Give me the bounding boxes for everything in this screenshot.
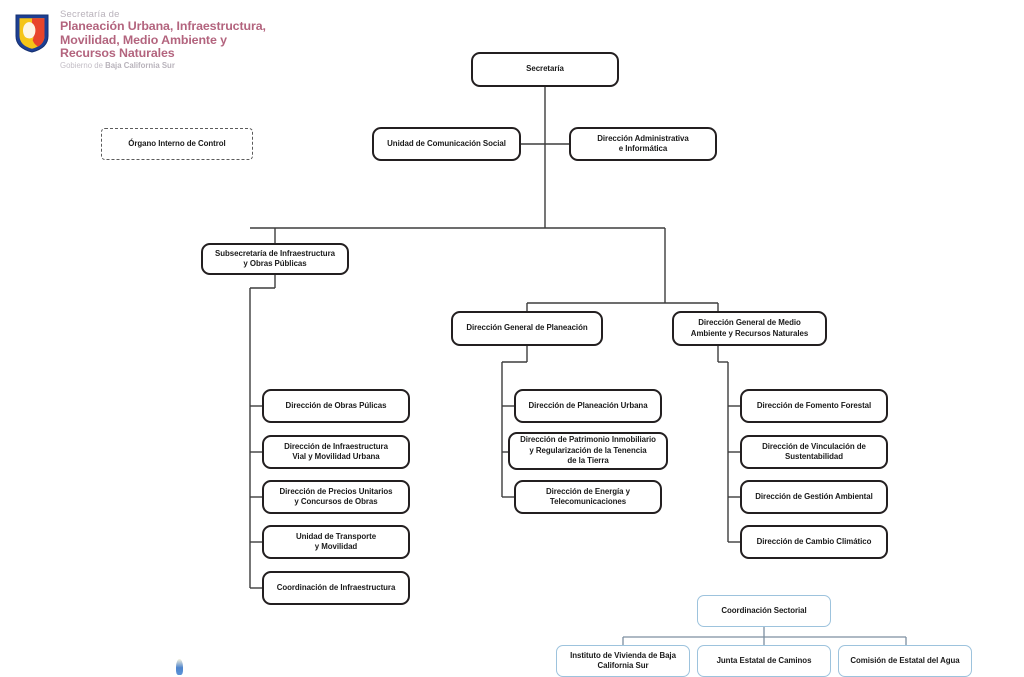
node-direccion-cambio-climatico-label: Dirección de Cambio Climático — [756, 536, 872, 546]
header-government-line: Gobierno de Baja California Sur — [60, 62, 266, 70]
node-comision-estatal-agua[interactable]: Comisión de Estatal del Agua — [838, 645, 972, 677]
node-direccion-vinculacion-sustentabilidad-label: Dirección de Vinculación de Sustentabili… — [762, 441, 866, 461]
node-unidad-comunicacion-social-label: Unidad de Comunicación Social — [387, 138, 506, 148]
node-organo-interno-de-control[interactable]: Órgano Interno de Control — [101, 128, 253, 160]
node-direccion-infraestructura-vial-label: Dirección de Infraestructura Vial y Movi… — [284, 441, 388, 461]
node-direccion-general-medio-ambiente-label: Dirección General de Medio Ambiente y Re… — [690, 318, 809, 338]
node-junta-estatal-caminos[interactable]: Junta Estatal de Caminos — [697, 645, 831, 677]
gov-name: Baja California Sur — [105, 61, 175, 71]
node-direccion-planeacion-urbana-label: Dirección de Planeación Urbana — [528, 400, 648, 410]
node-secretaria-label: Secretaría — [526, 64, 564, 74]
document-header: Secretaría de Planeación Urbana, Infraes… — [14, 9, 266, 71]
header-title-line-2: Movilidad, Medio Ambiente y — [60, 32, 227, 47]
node-coordinacion-sectorial-label: Coordinación Sectorial — [721, 605, 807, 615]
node-instituto-vivienda[interactable]: Instituto de Vivienda de Baja California… — [556, 645, 690, 677]
node-direccion-gestion-ambiental[interactable]: Dirección de Gestión Ambiental — [740, 480, 888, 514]
node-direccion-obras-publicas-label: Dirección de Obras Púlicas — [285, 400, 387, 410]
node-secretaria[interactable]: Secretaría — [471, 52, 619, 87]
node-direccion-patrimonio-inmobiliario-label: Dirección de Patrimonio Inmobiliario y R… — [520, 435, 656, 466]
node-direccion-general-planeacion-label: Dirección General de Planeación — [466, 323, 588, 333]
node-direccion-obras-publicas[interactable]: Dirección de Obras Púlicas — [262, 389, 410, 423]
node-coordinacion-infraestructura[interactable]: Coordinación de Infraestructura — [262, 571, 410, 605]
node-direccion-patrimonio-inmobiliario[interactable]: Dirección de Patrimonio Inmobiliario y R… — [508, 432, 668, 470]
node-direccion-fomento-forestal-label: Dirección de Fomento Forestal — [756, 400, 872, 410]
node-direccion-administrativa-label: Dirección Administrativa e Informática — [597, 133, 689, 153]
header-pre-title: Secretaría de — [60, 9, 120, 20]
node-direccion-cambio-climatico[interactable]: Dirección de Cambio Climático — [740, 525, 888, 559]
gov-prefix: Gobierno de — [60, 61, 103, 71]
node-direccion-energia-telecomunicaciones-label: Dirección de Energía y Telecomunicacione… — [546, 486, 630, 506]
header-title: Planeación Urbana, Infraestructura, Movi… — [60, 19, 266, 61]
node-direccion-administrativa[interactable]: Dirección Administrativa e Informática — [569, 127, 717, 161]
node-subsecretaria-infraestructura-label: Subsecretaría de Infraestructura y Obras… — [215, 248, 335, 268]
node-coordinacion-sectorial[interactable]: Coordinación Sectorial — [697, 595, 831, 627]
node-junta-estatal-caminos-label: Junta Estatal de Caminos — [716, 655, 812, 665]
node-unidad-comunicacion-social[interactable]: Unidad de Comunicación Social — [372, 127, 521, 161]
coat-of-arms-icon — [14, 12, 50, 54]
node-direccion-precios-unitarios[interactable]: Dirección de Precios Unitarios y Concurs… — [262, 480, 410, 514]
page-artifact-mark — [176, 659, 183, 675]
node-subsecretaria-infraestructura[interactable]: Subsecretaría de Infraestructura y Obras… — [201, 243, 349, 275]
node-unidad-transporte-movilidad-label: Unidad de Transporte y Movilidad — [295, 531, 377, 551]
node-unidad-transporte-movilidad[interactable]: Unidad de Transporte y Movilidad — [262, 525, 410, 559]
node-direccion-planeacion-urbana[interactable]: Dirección de Planeación Urbana — [514, 389, 662, 423]
node-direccion-general-planeacion[interactable]: Dirección General de Planeación — [451, 311, 603, 346]
node-instituto-vivienda-label: Instituto de Vivienda de Baja California… — [570, 650, 676, 670]
node-direccion-precios-unitarios-label: Dirección de Precios Unitarios y Concurs… — [279, 486, 393, 506]
node-direccion-fomento-forestal[interactable]: Dirección de Fomento Forestal — [740, 389, 888, 423]
node-direccion-general-medio-ambiente[interactable]: Dirección General de Medio Ambiente y Re… — [672, 311, 827, 346]
node-comision-estatal-agua-label: Comisión de Estatal del Agua — [850, 655, 960, 665]
node-direccion-infraestructura-vial[interactable]: Dirección de Infraestructura Vial y Movi… — [262, 435, 410, 469]
node-direccion-vinculacion-sustentabilidad[interactable]: Dirección de Vinculación de Sustentabili… — [740, 435, 888, 469]
header-title-line-1: Planeación Urbana, Infraestructura, — [60, 19, 266, 34]
node-organo-interno-de-control-label: Órgano Interno de Control — [128, 138, 226, 148]
node-direccion-gestion-ambiental-label: Dirección de Gestión Ambiental — [755, 491, 873, 501]
node-direccion-energia-telecomunicaciones[interactable]: Dirección de Energía y Telecomunicacione… — [514, 480, 662, 514]
node-coordinacion-infraestructura-label: Coordinación de Infraestructura — [276, 582, 396, 592]
header-title-line-3: Recursos Naturales — [60, 46, 175, 61]
